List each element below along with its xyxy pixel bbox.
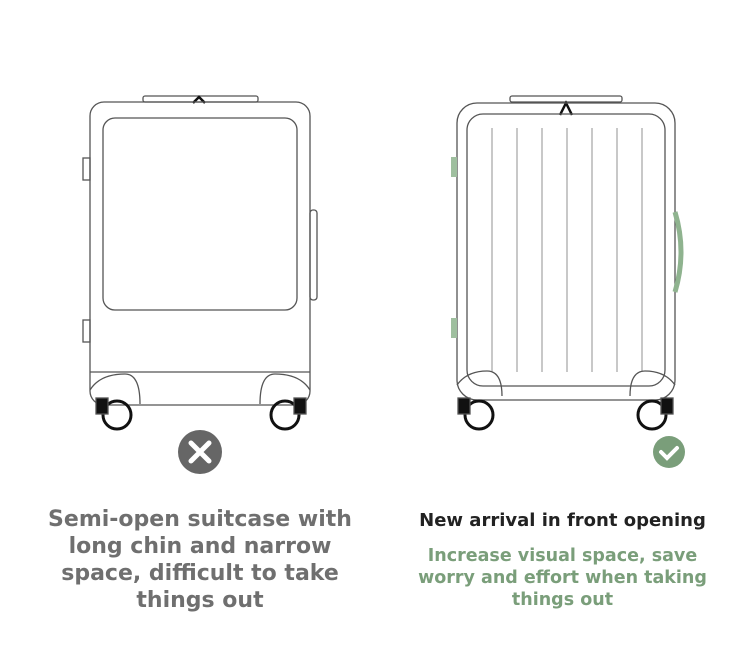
semi-open-suitcase [82,95,318,431]
front-opening-suitcase [451,95,684,431]
front-opening-caption: Increase visual space, save worry and ef… [418,546,707,610]
x-circle-icon [178,430,222,474]
semi-open-caption: Semi-open suitcase with long chin and na… [48,507,352,613]
front-opening-title: New arrival in front opening [419,510,706,531]
check-circle-icon [653,436,685,468]
